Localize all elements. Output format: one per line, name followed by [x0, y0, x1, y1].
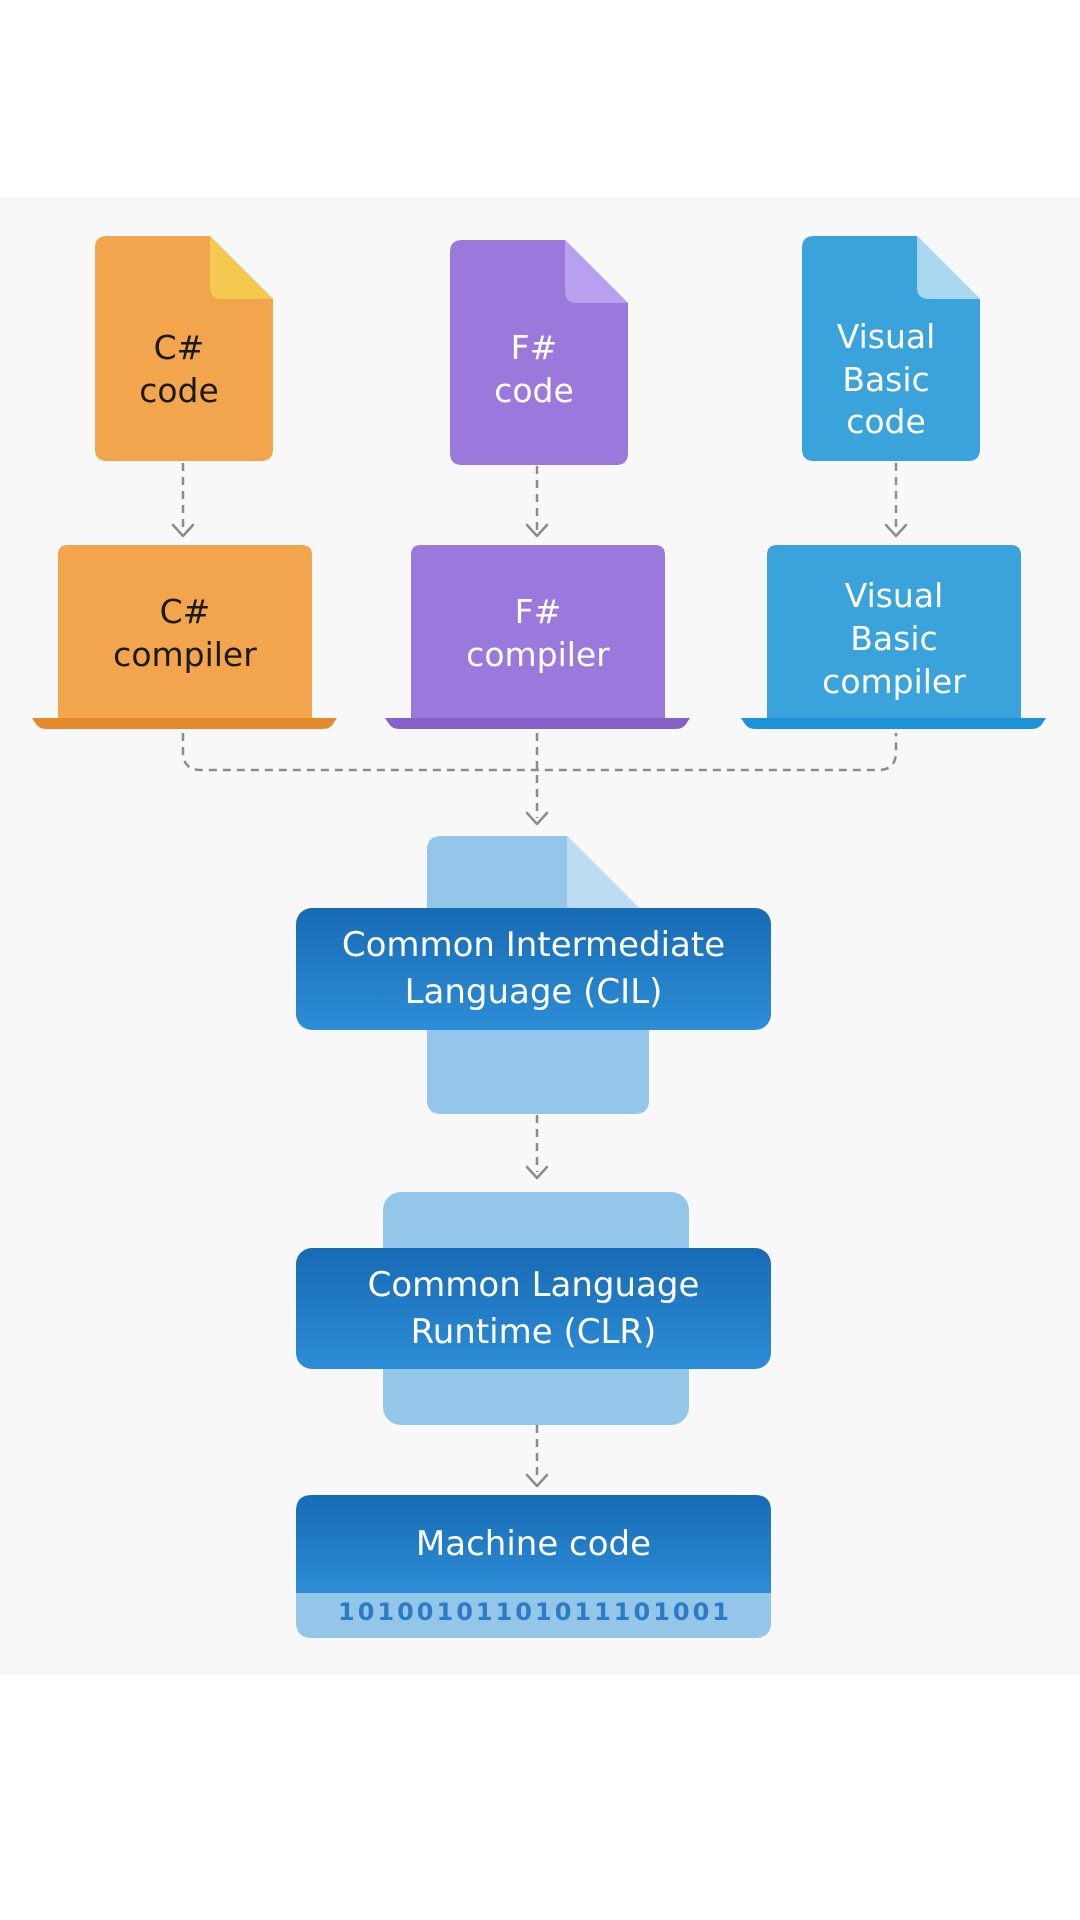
- machine-code-binary: 10100101101011101001: [338, 1598, 732, 1626]
- cil-banner: [296, 908, 771, 1030]
- fsharp-code-label: F# code: [494, 328, 574, 410]
- connector-fsharp-source-to-compiler: [525, 466, 549, 538]
- csharp-code-label: C# code: [139, 328, 219, 410]
- connector-cil-to-clr: [525, 1115, 549, 1180]
- vb-compiler-laptop-icon: [741, 545, 1046, 729]
- fsharp-code-document-icon: [450, 240, 628, 465]
- fsharp-compiler-label: F# compiler: [466, 592, 610, 674]
- fsharp-compiler-laptop-icon: [385, 545, 690, 729]
- clr-banner: [296, 1248, 771, 1369]
- csharp-compiler-laptop-icon: [32, 545, 337, 729]
- connector-vb-source-to-compiler: [884, 463, 908, 538]
- connector-clr-to-machine-code: [525, 1425, 549, 1488]
- cil-label: Common Intermediate Language (CIL): [341, 925, 726, 1012]
- vb-code-document-icon: [802, 236, 980, 461]
- csharp-compiler-label: C# compiler: [113, 592, 257, 674]
- connector-csharp-source-to-compiler: [171, 463, 195, 538]
- csharp-code-document-icon: [95, 236, 273, 461]
- machine-code-label: Machine code: [415, 1523, 652, 1564]
- machine-code-card: [296, 1495, 771, 1638]
- vb-compiler-label: Visual Basic compiler: [822, 576, 966, 701]
- clr-label: Common Language Runtime (CLR): [367, 1264, 700, 1352]
- connector-compilers-merge: [181, 733, 898, 826]
- vb-code-label: Visual Basic code: [836, 316, 936, 442]
